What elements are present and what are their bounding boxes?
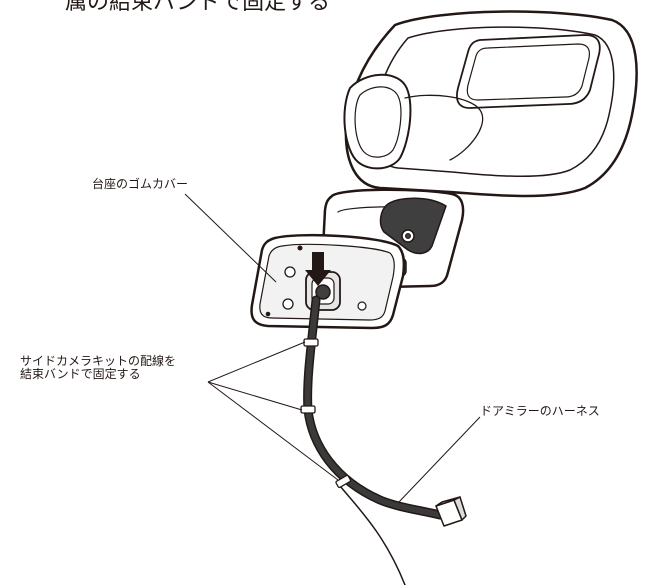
connector-top — [435, 496, 461, 507]
camera-cable — [303, 295, 445, 585]
mirror-body-curve — [404, 94, 484, 161]
cable-ties — [300, 338, 352, 489]
cable-tie-1 — [303, 338, 319, 347]
mirror-arm — [379, 197, 447, 255]
mount-hole-3 — [357, 301, 367, 311]
mirror-arm-hole-inner — [405, 233, 411, 239]
leader-harness — [397, 416, 481, 504]
mount-hole-1 — [284, 266, 296, 278]
label-wiring-line1: サイドカメラキットの配線を — [20, 354, 177, 368]
label-wiring-line2: 結束バンドで固定する — [20, 367, 141, 381]
mount-hole-5 — [265, 311, 271, 317]
mirror-cap-inner — [354, 86, 402, 158]
leader-wiring-1 — [207, 341, 306, 383]
cable-tie-3 — [335, 474, 352, 489]
mount-plate — [250, 233, 406, 330]
leader-grommet — [184, 193, 277, 283]
side-mirror — [343, 10, 638, 198]
leader-lines — [184, 193, 481, 504]
leader-wiring-3 — [207, 381, 339, 481]
mount-hole-4 — [297, 245, 303, 251]
down-arrow-icon — [305, 252, 331, 286]
label-wiring-instructions: サイドカメラキットの配線を 結束バンドで固定する — [20, 355, 176, 381]
cable-outline — [303, 295, 445, 520]
top-caption: 属の結束バンドで固定する — [65, 0, 331, 15]
label-door-mirror-harness: ドアミラーのハーネス — [480, 404, 600, 418]
mount-hole-2 — [282, 298, 294, 310]
cable-fill — [304, 297, 443, 518]
mirror-lamp-inner — [466, 43, 590, 101]
rubber-cover-hole — [315, 284, 331, 300]
thin-wire — [339, 485, 406, 585]
harness-connector — [435, 496, 467, 527]
leader-wiring-2 — [207, 381, 303, 411]
label-grommet-cover: 台座のゴムカバー — [92, 177, 189, 191]
cable-tie-2 — [300, 405, 316, 414]
